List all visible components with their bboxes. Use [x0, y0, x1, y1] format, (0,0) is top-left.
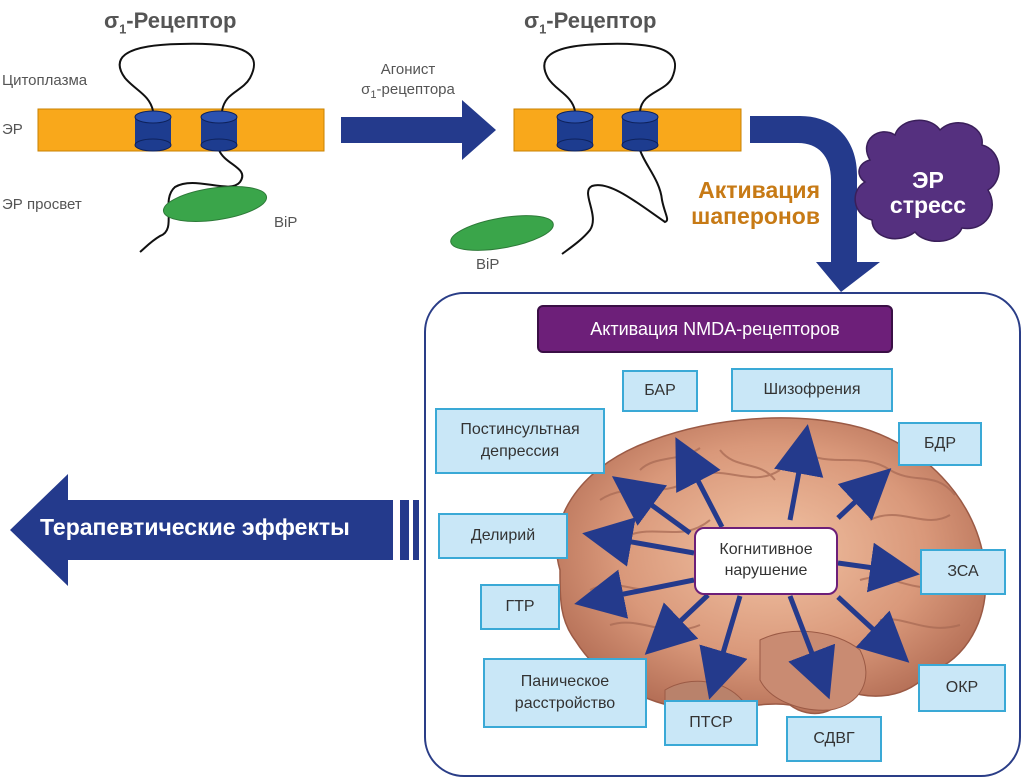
- agonist-line1: Агонист: [380, 61, 436, 78]
- right-receptor-title: σ1-Рецептор: [524, 8, 656, 36]
- disorder-box-gtr: ГТР: [480, 584, 560, 630]
- nmda-activation-title: Активация NMDA-рецепторов: [537, 305, 893, 353]
- disorder-box-delirium: Делирий: [438, 513, 568, 559]
- radiating-arrows: [574, 424, 920, 700]
- disorder-box-ptsr: ПТСР: [664, 700, 758, 746]
- post-stroke-line2: депрессия: [480, 443, 560, 460]
- er-stress-line1: ЭР: [912, 167, 944, 193]
- therapeutic-effects-label: Терапевтические эффекты: [40, 514, 350, 540]
- disorder-box-okr: ОКР: [918, 664, 1006, 712]
- arrow-to-delirium: [582, 517, 695, 567]
- left-receptor-graphic: [37, 42, 325, 253]
- disorder-box-schizophrenia: Шизофрения: [731, 368, 893, 412]
- tm-domain-right-2: [621, 110, 659, 152]
- arrow-to-schizophrenia: [774, 424, 824, 521]
- agonist-label: Агонист σ1-рецептора: [340, 60, 476, 103]
- tm-domain-left-1: [134, 110, 172, 152]
- er-label: ЭР: [2, 121, 23, 138]
- bip-left: [162, 186, 268, 222]
- disorder-box-panic-disorder: Паническое расстройство: [483, 658, 647, 728]
- receptor-tail-left: [139, 149, 244, 253]
- arrow-to-zsa: [837, 542, 920, 593]
- chaperone-line1: Активация: [698, 177, 820, 203]
- arrow-to-gtr: [574, 569, 695, 619]
- er-stress-line2: стресс: [889, 192, 967, 219]
- bip-right: [450, 215, 554, 251]
- receptor-word: -Рецептор: [546, 8, 657, 33]
- agonist-arrow: [341, 100, 496, 160]
- sigma-subscript: 1: [119, 21, 127, 37]
- tm-domain-right-1: [556, 110, 594, 152]
- disorder-box-sdvg: СДВГ: [786, 716, 882, 762]
- tm-domain-left-2: [200, 110, 238, 152]
- receptor-loop-left: [118, 42, 255, 112]
- arrow-to-post-stroke: [611, 476, 692, 536]
- arrow-to-panic: [644, 593, 710, 655]
- receptor-loop-right: [543, 42, 677, 112]
- arrow-to-okr: [836, 595, 910, 663]
- cognitive-impairment-box: Когнитивное нарушение: [694, 527, 838, 595]
- disorder-box-bdr: БДР: [898, 422, 982, 466]
- receptor-word: -Рецептор: [126, 8, 237, 33]
- er-stress-label: ЭР стресс: [872, 167, 984, 219]
- disorder-box-bar: БАР: [622, 370, 698, 412]
- disorder-box-zsa: ЗСА: [920, 549, 1006, 595]
- chaperone-line2: шаперонов: [691, 203, 820, 230]
- arrow-to-bdr: [836, 468, 892, 521]
- stress-arrow: [750, 116, 880, 292]
- sigma-symbol: σ: [104, 8, 120, 33]
- arrow-to-sdvg: [787, 595, 836, 700]
- agonist-line2: σ1-рецептора: [340, 80, 476, 103]
- disorder-box-post-stroke-depression: Постинсультная депрессия: [435, 408, 605, 474]
- cognitive-line2: нарушение: [724, 562, 808, 579]
- chaperone-activation-label: Активация шаперонов: [660, 177, 820, 230]
- er-membrane-left: [37, 108, 325, 152]
- panic-line2: расстройство: [514, 695, 616, 712]
- left-receptor-title: σ1-Рецептор: [104, 8, 236, 36]
- bip-label-right: BiP: [476, 256, 500, 273]
- sigma-symbol: σ: [361, 81, 371, 99]
- sigma-subscript: 1: [539, 21, 547, 37]
- therapeutic-arrow: [10, 474, 419, 586]
- er-stress-cloud: [854, 119, 1000, 243]
- cognitive-line1: Когнитивное: [719, 541, 813, 559]
- arrow-to-bar: [675, 437, 725, 529]
- post-stroke-line1: Постинсультная: [460, 421, 580, 439]
- sigma-subscript: 1: [370, 89, 377, 102]
- panic-line1: Паническое: [520, 673, 610, 691]
- agonist-receptor-word: -рецептора: [376, 81, 455, 99]
- sigma-symbol: σ: [524, 8, 540, 33]
- cytoplasm-label: Цитоплазма: [2, 72, 88, 89]
- er-lumen-label: ЭР просвет: [2, 196, 82, 213]
- right-receptor-graphic: [450, 42, 742, 255]
- bip-label-left: BiP: [274, 214, 298, 231]
- receptor-tail-right: [561, 149, 669, 255]
- arrow-to-ptsr: [699, 595, 748, 700]
